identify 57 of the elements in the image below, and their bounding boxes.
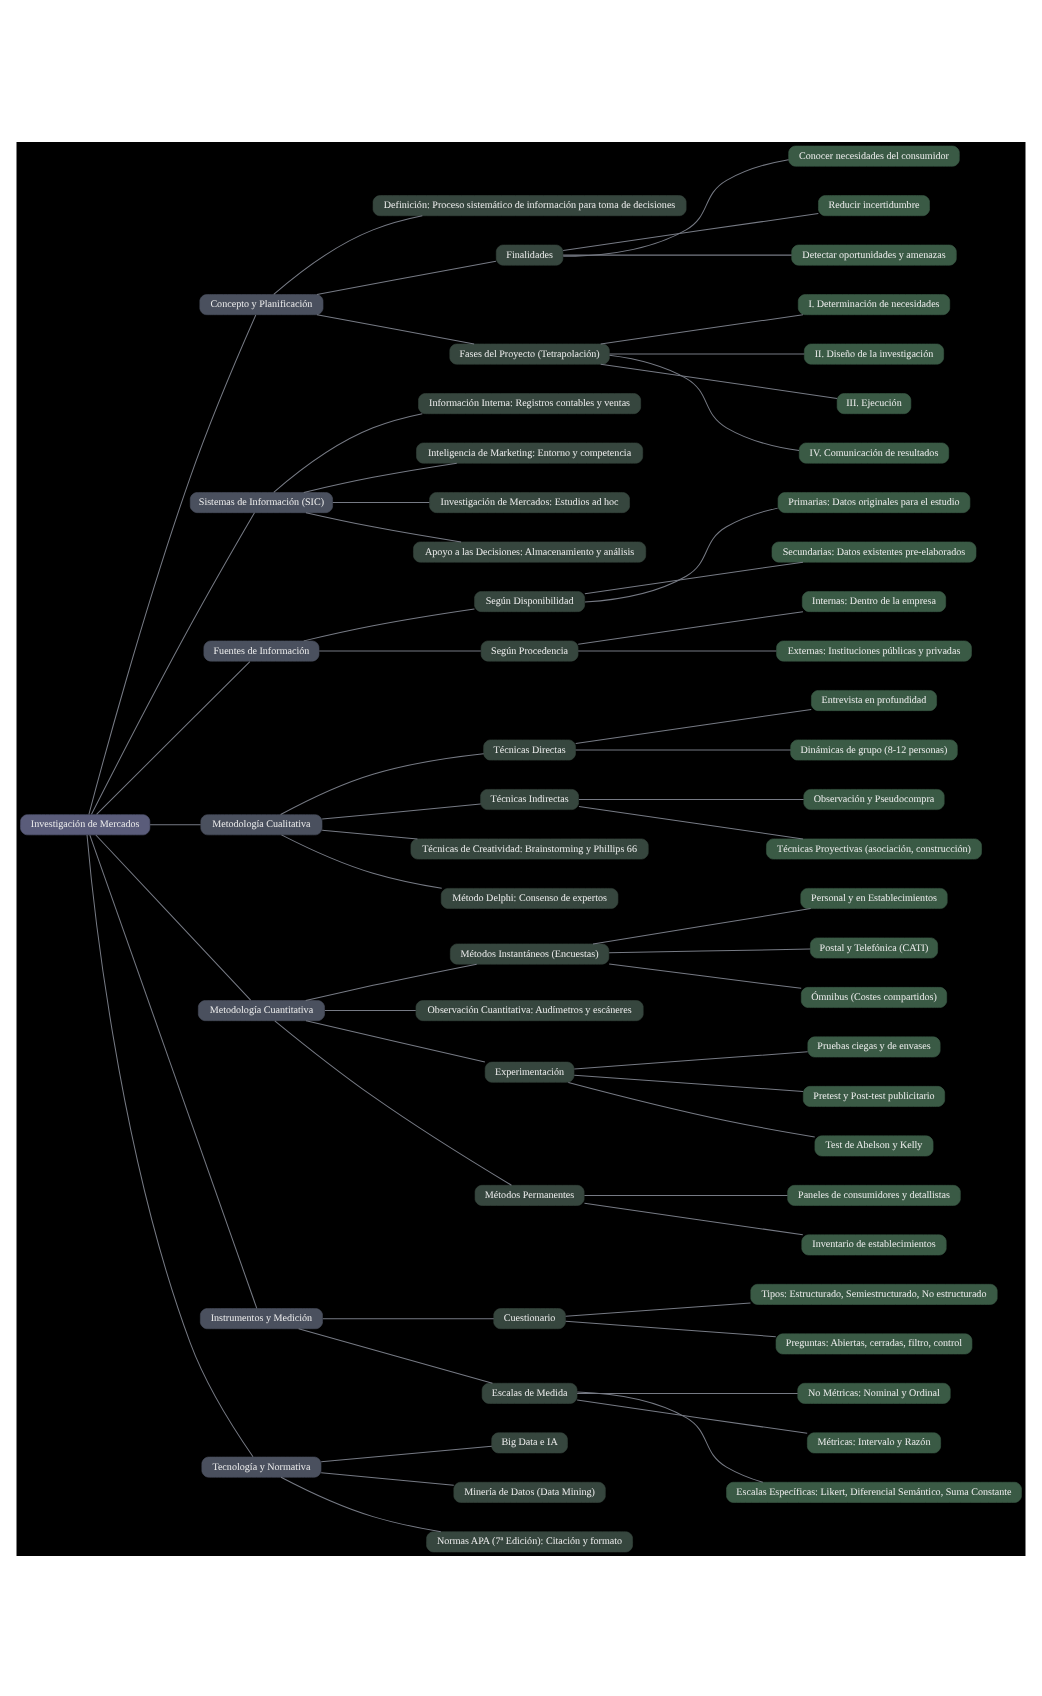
connector (573, 1050, 809, 1069)
connector (584, 506, 779, 602)
connector (583, 1201, 804, 1235)
connector (305, 962, 478, 1000)
connector (96, 660, 251, 814)
connector (583, 1193, 788, 1195)
connector (577, 649, 777, 651)
connector (273, 214, 423, 294)
connector (562, 253, 793, 255)
connector (600, 313, 804, 344)
connector (600, 362, 838, 398)
connector (274, 1019, 512, 1185)
connector (298, 1327, 493, 1383)
connector (303, 607, 475, 641)
connector (273, 412, 423, 492)
connector (321, 802, 482, 819)
connector (280, 1475, 442, 1532)
connector (592, 907, 812, 944)
connector (90, 511, 255, 814)
connector (322, 1317, 495, 1319)
connector (576, 1390, 764, 1482)
connector (320, 1444, 493, 1462)
connector (318, 649, 482, 651)
connector (305, 1019, 486, 1062)
connector (86, 833, 254, 1457)
connector (280, 833, 443, 888)
connector (321, 828, 418, 839)
connector (88, 313, 257, 814)
connector (316, 259, 497, 294)
connector (303, 461, 458, 492)
connector (316, 313, 475, 344)
connector (575, 748, 792, 750)
connector (332, 501, 430, 503)
connector (608, 962, 802, 988)
connector (608, 947, 811, 953)
connector (577, 610, 804, 644)
connector (305, 511, 462, 542)
connector (567, 1080, 816, 1137)
connector (324, 1009, 417, 1011)
connector (562, 212, 819, 250)
connector (149, 823, 202, 825)
connector (565, 1319, 777, 1337)
connector (562, 158, 789, 256)
connector (95, 833, 252, 1000)
connector (89, 833, 258, 1308)
connector (573, 1073, 804, 1091)
connector (576, 1398, 808, 1433)
connector (584, 560, 804, 594)
connector (578, 805, 804, 839)
connector (608, 353, 800, 451)
connector (609, 352, 805, 354)
connector (578, 798, 805, 799)
connector (576, 1391, 799, 1393)
connector (565, 1301, 751, 1316)
connector (320, 1471, 455, 1485)
connector (280, 752, 485, 815)
connector (575, 707, 812, 743)
